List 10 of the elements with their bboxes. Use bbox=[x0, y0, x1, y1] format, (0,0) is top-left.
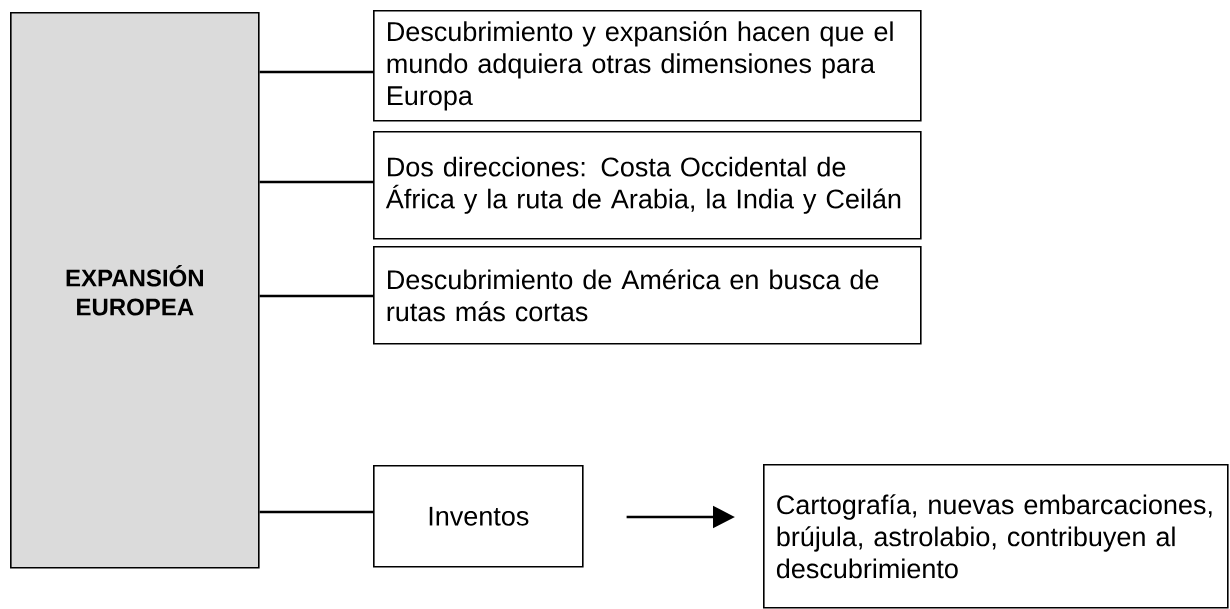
text-box: Descubrimiento y expansión hacen que el mundo adquiera otras dimensiones para Europa bbox=[373, 10, 922, 122]
text-box: Inventos bbox=[373, 465, 584, 568]
connector-line bbox=[259, 180, 373, 184]
connector-line bbox=[259, 70, 373, 74]
text-box: Cartografía, nuevas embarcaciones, brújula, astrolabio, contribuyen al descubrimiento bbox=[763, 464, 1229, 609]
title-box: EXPANSIÓN EUROPEA bbox=[10, 12, 260, 569]
connector-line bbox=[259, 510, 373, 514]
connector-line bbox=[259, 294, 373, 298]
text-box: Dos direcciones: Costa Occidental de África y la ruta de Arabia, la India y Ceilán bbox=[373, 131, 922, 240]
text-box: Descubrimiento de América en busca de rutas más cortas bbox=[373, 246, 922, 345]
